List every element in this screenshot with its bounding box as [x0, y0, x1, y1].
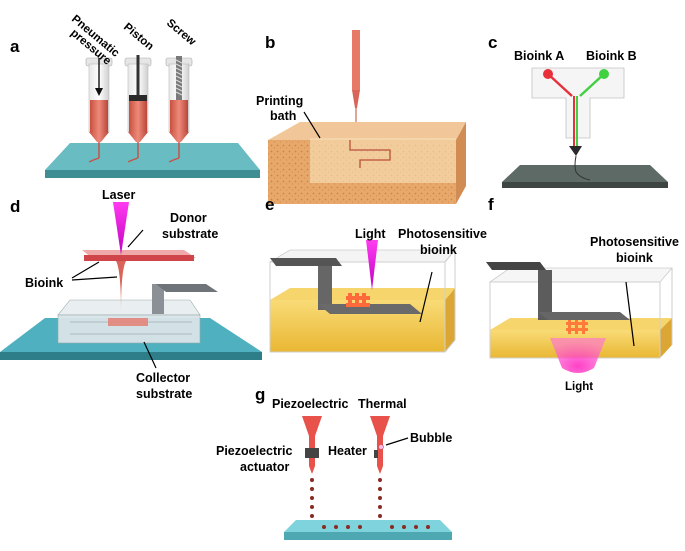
label-photo-line2: bioink: [616, 251, 653, 265]
panel-letter-b: b: [265, 33, 275, 52]
label-laser: Laser: [102, 188, 135, 202]
panel-letter-g: g: [255, 385, 265, 404]
printed-grid: [346, 293, 370, 307]
panel-letter-c: c: [488, 33, 497, 52]
thermal-nozzle: [370, 416, 390, 474]
label-light: Light: [355, 227, 386, 241]
light-beam: [366, 240, 378, 290]
light-cone: [550, 338, 606, 373]
printed-structure: [349, 140, 391, 168]
bubble: [378, 444, 384, 450]
panel-c: c Bioink A Bioink B: [488, 33, 668, 188]
label-collector-line1: Collector: [136, 371, 190, 385]
label-bubble: Bubble: [410, 431, 452, 445]
label-printing-line2: bath: [270, 109, 296, 123]
droplets: [310, 478, 430, 529]
label-screw: Screw: [164, 17, 198, 48]
heater: [374, 450, 378, 458]
label-donor-line1: Donor: [170, 211, 207, 225]
bioink-b-dot: [599, 69, 609, 79]
label-photo-line1: Photosensitive: [398, 227, 487, 241]
laser-beam: [113, 202, 129, 255]
panel-letter-e: e: [265, 195, 274, 214]
build-plate: [318, 304, 422, 314]
bath-top: [268, 122, 466, 140]
label-collector-line2: substrate: [136, 387, 192, 401]
piezoelectric-nozzle: [302, 416, 322, 474]
label-thermal: Thermal: [358, 397, 407, 411]
panel-letter-d: d: [10, 197, 20, 216]
panel-b: b Printing bath: [256, 30, 466, 204]
printed-cells: [108, 318, 148, 326]
panel-letter-a: a: [10, 37, 20, 56]
label-donor-line2: substrate: [162, 227, 218, 241]
arm: [156, 284, 218, 292]
build-plate: [538, 312, 630, 320]
panel-f: f Photosensitive bioink Light: [486, 195, 679, 393]
label-bioink-b: Bioink B: [586, 49, 637, 63]
platform: [502, 165, 668, 182]
label-actuator-line2: actuator: [240, 460, 289, 474]
label-bioink-a: Bioink A: [514, 49, 564, 63]
label-light: Light: [565, 381, 593, 393]
label-actuator-line1: Piezoelectric: [216, 444, 292, 458]
label-heater: Heater: [328, 444, 367, 458]
syringe-screw: [165, 56, 193, 163]
piezo-actuator: [305, 448, 319, 458]
panel-letter-f: f: [488, 195, 494, 214]
syringe-pneumatic: [85, 57, 113, 163]
panel-g: g Piezoelectric: [216, 385, 452, 540]
label-bioink: Bioink: [25, 276, 63, 290]
printed-grid: [566, 320, 588, 334]
donor-substrate: [84, 255, 194, 261]
platform: [45, 143, 260, 170]
panel-a: a: [10, 13, 260, 178]
nozzle: [352, 30, 360, 90]
label-piston: Piston: [121, 21, 156, 53]
platform-edge: [45, 170, 260, 178]
bioink-a-dot: [543, 69, 553, 79]
panel-e: e Light Photosensitive bioink: [265, 195, 487, 353]
syringe-piston: [124, 55, 152, 163]
panel-d: d Laser Donor substrate Bioink Collector…: [0, 188, 262, 401]
platform: [284, 520, 452, 532]
label-printing-line1: Printing: [256, 94, 303, 108]
bioink-jet: [116, 261, 126, 312]
label-photo-line2: bioink: [420, 243, 457, 257]
label-photo-line1: Photosensitive: [590, 235, 679, 249]
label-piezoelectric: Piezoelectric: [272, 397, 348, 411]
